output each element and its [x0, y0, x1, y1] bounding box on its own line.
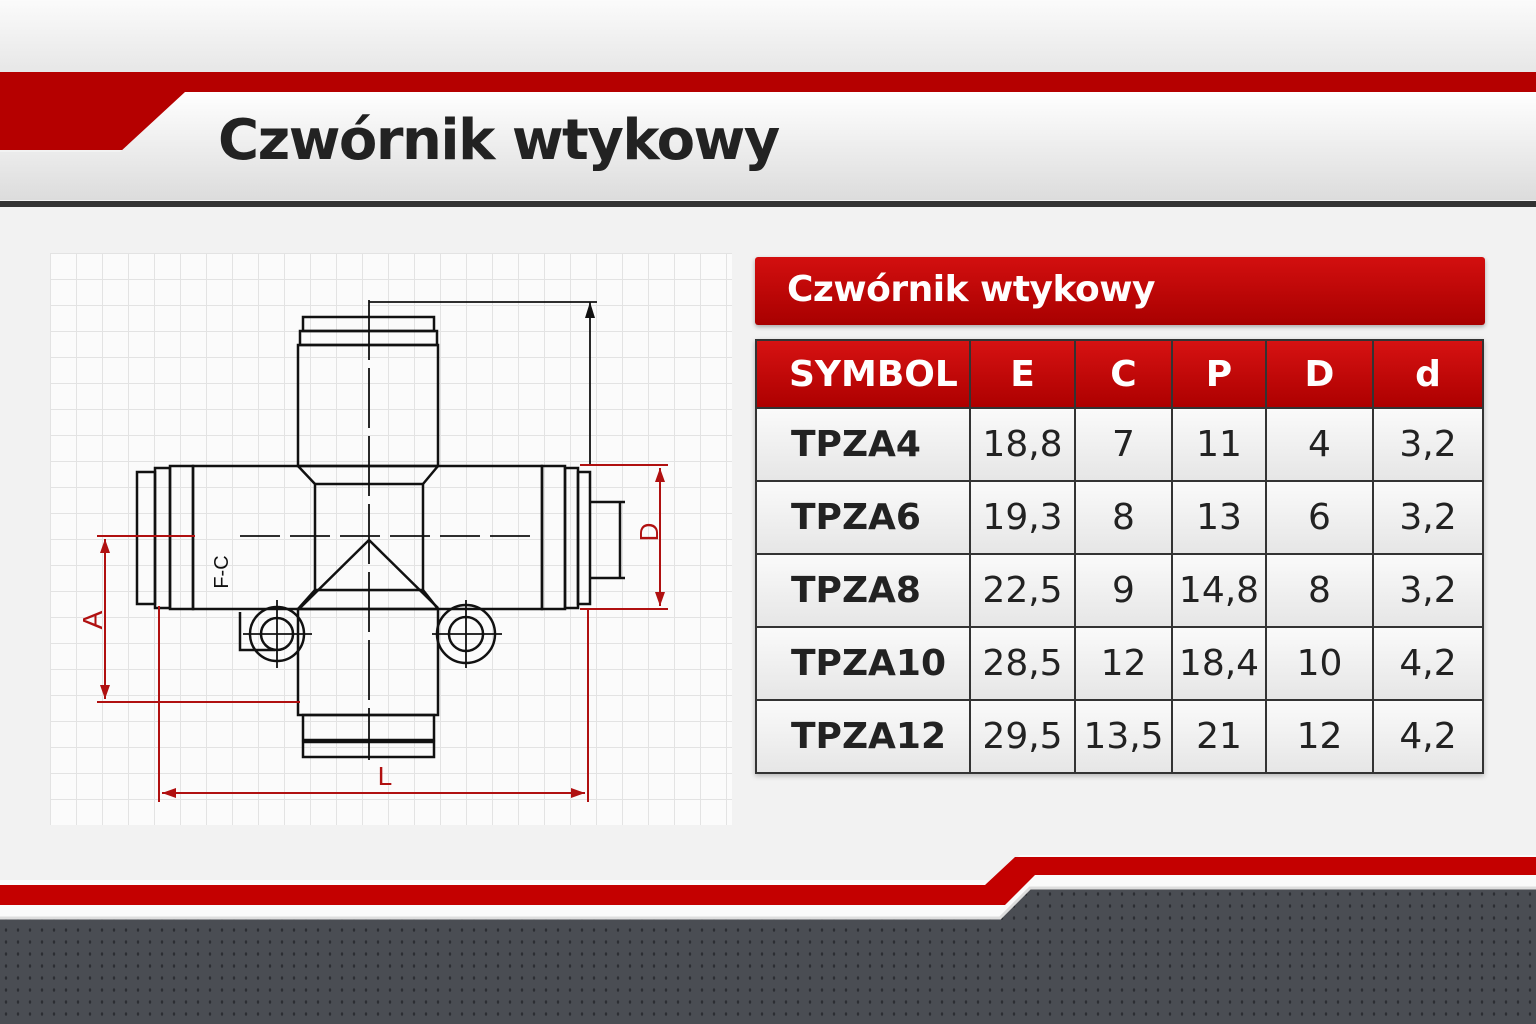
- value-cell: 8: [1074, 480, 1173, 555]
- value-cell: 28,5: [969, 626, 1076, 701]
- value-cell: 19,3: [969, 480, 1076, 555]
- column-header-p: P: [1171, 339, 1267, 409]
- value-cell: 4,2: [1372, 626, 1484, 701]
- dimension-label-l: L: [378, 761, 392, 791]
- value-cell: 11: [1171, 407, 1267, 482]
- column-header-symbol: SYMBOL: [755, 339, 971, 409]
- value-cell: 9: [1074, 553, 1173, 628]
- column-header-d-upper: D: [1265, 339, 1374, 409]
- value-cell: 4: [1265, 407, 1374, 482]
- table-title: Czwórnik wtykowy: [787, 269, 1155, 310]
- value-cell: 22,5: [969, 553, 1076, 628]
- value-cell: 10: [1265, 626, 1374, 701]
- value-cell: 3,2: [1372, 407, 1484, 482]
- value-cell: 6: [1265, 480, 1374, 555]
- value-cell: 3,2: [1372, 480, 1484, 555]
- dimension-label-fc: F-C: [211, 555, 233, 588]
- symbol-cell: TPZA4: [755, 407, 971, 482]
- value-cell: 8: [1265, 553, 1374, 628]
- value-cell: 7: [1074, 407, 1173, 482]
- symbol-cell: TPZA12: [755, 699, 971, 774]
- symbol-cell: TPZA10: [755, 626, 971, 701]
- value-cell: 29,5: [969, 699, 1076, 774]
- value-cell: 4,2: [1372, 699, 1484, 774]
- technical-drawing-panel: L A D F-C: [50, 253, 732, 825]
- symbol-cell: TPZA6: [755, 480, 971, 555]
- page-title: Czwórnik wtykowy: [218, 108, 780, 173]
- value-cell: 13: [1171, 480, 1267, 555]
- column-header-e: E: [969, 339, 1076, 409]
- value-cell: 18,4: [1171, 626, 1267, 701]
- value-cell: 12: [1074, 626, 1173, 701]
- value-cell: 21: [1171, 699, 1267, 774]
- cross-fitting-drawing: L A D F-C: [77, 300, 668, 802]
- table-header-row: SYMBOL E C P D d: [755, 339, 1484, 409]
- dimension-label-d: D: [634, 523, 664, 542]
- table-title-bar: Czwórnik wtykowy: [755, 257, 1485, 325]
- value-cell: 3,2: [1372, 553, 1484, 628]
- value-cell: 13,5: [1074, 699, 1173, 774]
- dimension-label-a: A: [77, 610, 108, 629]
- value-cell: 14,8: [1171, 553, 1267, 628]
- symbol-cell: TPZA8: [755, 553, 971, 628]
- value-cell: 18,8: [969, 407, 1076, 482]
- column-header-c: C: [1074, 339, 1173, 409]
- column-header-d-lower: d: [1372, 339, 1484, 409]
- value-cell: 12: [1265, 699, 1374, 774]
